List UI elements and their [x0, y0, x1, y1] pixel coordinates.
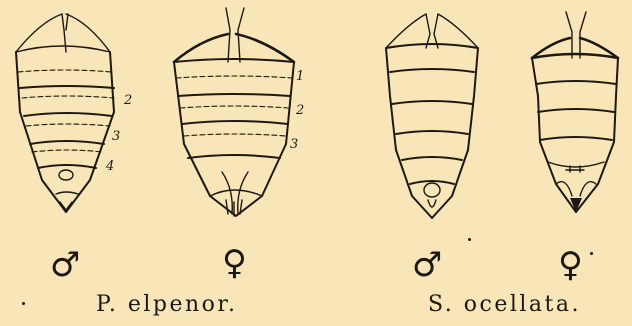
abdomen-figure-ocellata-female: [532, 12, 618, 212]
segment-label-4-male-elpenor: 4: [105, 159, 114, 174]
segment-label-2-male-elpenor: 2: [123, 93, 132, 108]
segment-label-2-female-elpenor: 2: [295, 103, 304, 118]
female-symbol-ocellata: ♀: [558, 245, 583, 285]
speck-right: [468, 238, 471, 241]
male-symbol-elpenor: ♂: [50, 245, 80, 285]
speck-left: [22, 302, 25, 305]
segment-label-3-female-elpenor: 3: [290, 137, 298, 152]
male-symbol-ocellata: ♂: [412, 245, 442, 285]
abdomen-figure-elpenor-male: [16, 14, 114, 212]
speck-far-right: [590, 252, 593, 255]
abdomen-figure-ocellata-male: [386, 14, 478, 218]
abdomen-figure-elpenor-female: [174, 8, 294, 216]
female-symbol-elpenor: ♀: [222, 243, 247, 283]
caption-s-ocellata: S. ocellata.: [428, 292, 581, 317]
segment-label-3-male-elpenor: 3: [112, 129, 120, 144]
segment-label-1-female-elpenor: 1: [296, 69, 304, 84]
caption-p-elpenor: P. elpenor.: [96, 292, 238, 317]
